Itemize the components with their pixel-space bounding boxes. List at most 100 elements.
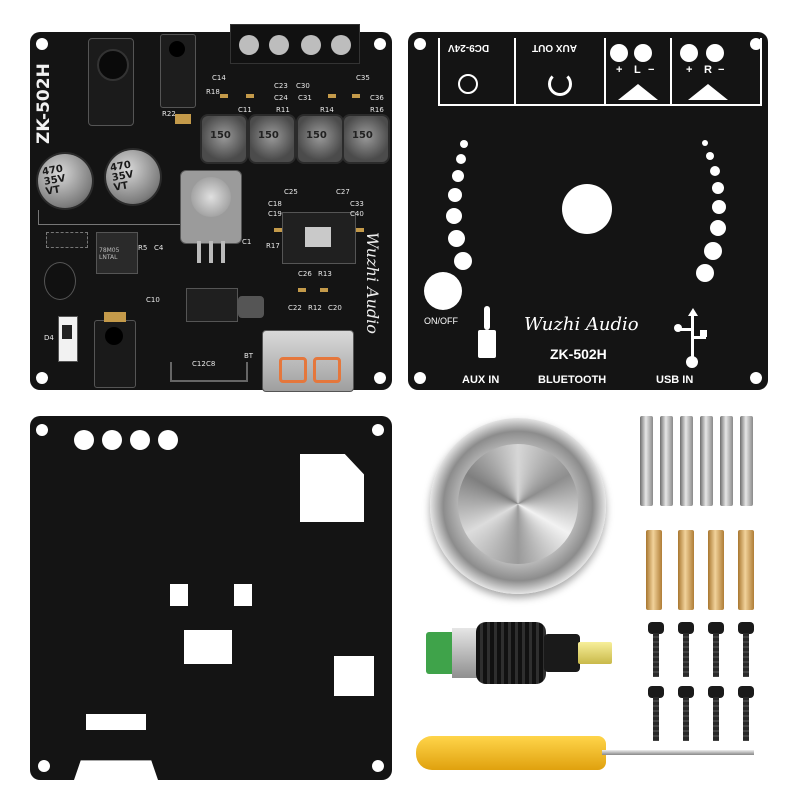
smd-component <box>352 94 360 98</box>
silk-c40: C40 <box>350 210 364 218</box>
silk-c33: C33 <box>350 200 364 208</box>
brass-spacer <box>738 530 754 610</box>
silk-c24: C24 <box>274 94 288 102</box>
vent-hole <box>130 430 150 450</box>
bottom-notch <box>74 760 158 780</box>
solder-pad <box>175 114 191 124</box>
bottom-acrylic-plate <box>30 416 392 780</box>
silk-r22: R22 <box>162 110 176 118</box>
cutout <box>300 454 364 522</box>
silk-c20: C20 <box>328 304 342 312</box>
silk-c14: C14 <box>212 74 226 82</box>
left-speaker-label: L <box>634 64 641 76</box>
on-off-label: ON/OFF <box>424 316 458 326</box>
inductor: 150 <box>296 114 344 164</box>
silk-r13: R13 <box>318 270 332 278</box>
bluetooth-label: BLUETOOTH <box>538 374 607 386</box>
aux-in-jack <box>94 320 136 388</box>
silk-r16: R16 <box>370 106 384 114</box>
divider <box>514 38 516 104</box>
bt-antenna <box>170 362 248 382</box>
mount-hole <box>36 424 48 436</box>
silk-c11: C11 <box>238 106 252 114</box>
dc-jack <box>88 38 134 126</box>
led-dot <box>454 252 472 270</box>
led-dot <box>710 166 720 176</box>
led-dot <box>446 208 462 224</box>
solder-pad <box>104 312 126 322</box>
terminal-hole <box>610 44 628 62</box>
silk-d4: D4 <box>44 334 54 342</box>
power-switch <box>44 262 76 300</box>
plate-brand-script: Wuzhi Audio <box>524 314 639 335</box>
led-dot <box>712 182 724 194</box>
metal-rod <box>720 416 733 506</box>
inductor: 150 <box>342 114 390 164</box>
board-model-label: ZK-502H <box>34 63 54 144</box>
silk-bt: BT <box>244 352 254 360</box>
aux-out-jack <box>160 34 196 108</box>
silk-c10: C10 <box>146 296 160 304</box>
silk-c12: C12 <box>192 360 206 368</box>
smd-component <box>246 94 254 98</box>
led-dot <box>702 140 708 146</box>
dc-barrel-plug-adapter <box>426 618 616 688</box>
metal-rod <box>740 416 753 506</box>
dc-polarity-icon <box>458 74 478 94</box>
led-dot <box>704 242 722 260</box>
toggle-switch <box>58 316 78 362</box>
mount-hole <box>36 372 48 384</box>
cutout <box>86 714 146 730</box>
brass-spacer <box>646 530 662 610</box>
vent-hole <box>74 430 94 450</box>
mount-hole <box>414 372 426 384</box>
silk-r17: R17 <box>266 242 280 250</box>
silk-c31: C31 <box>298 94 312 102</box>
smd-component <box>356 228 364 232</box>
board-brand-script: Wuzhi Audio <box>363 232 382 334</box>
cutout <box>234 584 252 606</box>
led-dot <box>706 152 714 160</box>
silk-c18: C18 <box>268 200 282 208</box>
voltage-regulator: 78M05 LNTAL <box>96 232 138 274</box>
led-dot <box>448 188 462 202</box>
smd-component <box>298 288 306 292</box>
mount-hole <box>750 38 762 50</box>
smd-component <box>320 288 328 292</box>
mount-hole <box>36 38 48 50</box>
silk-c25: C25 <box>284 188 298 196</box>
screw <box>708 686 724 742</box>
usb-port <box>262 330 354 392</box>
screwdriver <box>416 736 756 772</box>
cutout <box>184 630 232 664</box>
on-off-button-hole <box>424 272 462 310</box>
divider <box>604 38 606 104</box>
silk-c26: C26 <box>298 270 312 278</box>
usb-in-label: USB IN <box>656 374 694 386</box>
silk-c1: C1 <box>242 238 252 246</box>
screw <box>678 622 694 678</box>
divider <box>670 38 672 104</box>
aux-in-label: AUX IN <box>462 374 500 386</box>
amplifier-board: ZK-502H C14 C23 C30 C35 R18 C24 C31 C36 … <box>30 24 392 392</box>
top-acrylic-plate: DC9-24V AUX OUT + L − + R − ON/OFF Wuzhi… <box>408 32 768 390</box>
volume-potentiometer <box>180 170 242 263</box>
silk-c27: C27 <box>336 188 350 196</box>
smd-component <box>274 228 282 232</box>
amplifier-ic <box>282 212 356 264</box>
silk-c19: C19 <box>268 210 282 218</box>
left-speaker-plus: + <box>616 64 623 76</box>
mount-hole <box>374 38 386 50</box>
vent-hole <box>102 430 122 450</box>
mount-hole <box>414 38 426 50</box>
screw <box>708 622 724 678</box>
usb-icon <box>674 308 707 368</box>
terminal-hole <box>680 44 698 62</box>
screw <box>738 622 754 678</box>
silk-r11: R11 <box>276 106 290 114</box>
plate-model-label: ZK-502H <box>550 346 607 362</box>
screw <box>738 686 754 742</box>
led-dot <box>710 220 726 236</box>
silk-c35: C35 <box>356 74 370 82</box>
silk-c22: C22 <box>288 304 302 312</box>
